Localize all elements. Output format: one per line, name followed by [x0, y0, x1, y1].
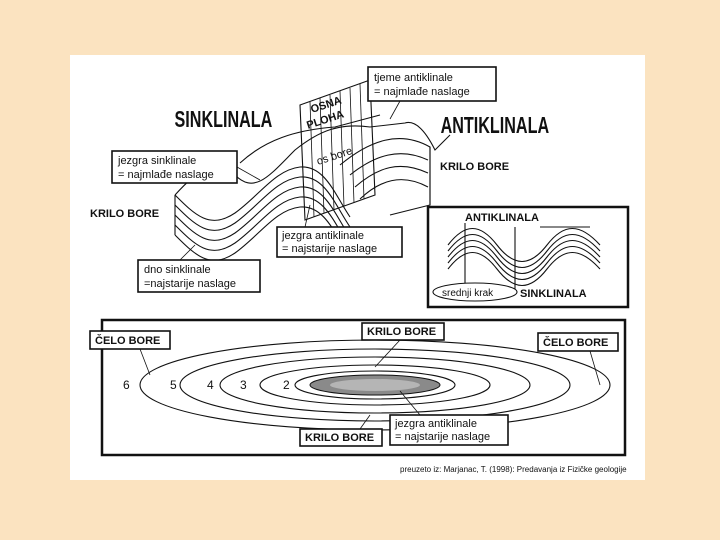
plan-rings — [139, 339, 611, 431]
anticline-core-line1: jezgra antiklinale — [281, 230, 364, 242]
inset-middle-limb-label: srednji krak — [442, 288, 494, 299]
inset-panel: ANTIKLINALA SINKLINALA srednji krak — [426, 205, 630, 309]
limb-top-box — [361, 322, 445, 341]
nose-left-box — [89, 330, 171, 350]
syncline-trough-line2: =najstarije naslage — [144, 278, 236, 290]
block-title-left: SINKLINALA — [175, 107, 273, 132]
plan-view: 6 5 4 3 2 ČELO BORE ČELO BORE KRILO BORE… — [89, 318, 627, 457]
crest-label-box — [367, 66, 497, 102]
limb-label-left: KRILO BORE — [90, 208, 159, 220]
figure-sheet: SINKLINALA ANTIKLINALA tjeme antiklinale… — [70, 55, 645, 480]
plan-core-line2: = najstarije naslage — [395, 431, 490, 443]
source-credit: preuzeto iz: Marjanac, T. (1998): Predav… — [400, 465, 627, 474]
inset-syncline-label: SINKLINALA — [520, 288, 587, 300]
ring-label-3: 3 — [240, 378, 247, 392]
plan-core-box — [389, 414, 509, 446]
ring-label-2: 2 — [283, 378, 290, 392]
limb-label-right: KRILO BORE — [440, 161, 509, 173]
crest-label-line2: = najmlađe naslage — [374, 86, 470, 98]
axial-plane — [299, 79, 376, 221]
nose-right-box — [537, 332, 619, 352]
ring-label-5: 5 — [170, 378, 177, 392]
syncline-core-box — [111, 150, 238, 184]
nose-right-label: ČELO BORE — [543, 336, 608, 349]
syncline-core-line1: jezgra sinklinale — [117, 155, 196, 167]
syncline-core-line2: = najmlađe naslage — [118, 169, 214, 181]
limb-top-label: KRILO BORE — [367, 326, 436, 338]
fold-diagram: SINKLINALA ANTIKLINALA tjeme antiklinale… — [89, 66, 630, 457]
plan-core-line1: jezgra antiklinale — [394, 418, 477, 430]
block-title-right: ANTIKLINALA — [441, 113, 550, 138]
limb-bottom-box — [299, 428, 383, 447]
inset-waves — [447, 228, 601, 286]
anticline-core-box — [276, 226, 403, 258]
fold-front-layers — [174, 166, 351, 261]
crest-label-line1: tjeme antiklinale — [374, 72, 453, 84]
syncline-trough-line1: dno sinklinale — [144, 264, 211, 276]
syncline-trough-box — [137, 259, 261, 293]
limb-bottom-label: KRILO BORE — [305, 432, 374, 444]
block-diagram: SINKLINALA ANTIKLINALA tjeme antiklinale… — [90, 66, 550, 293]
inset-middle-limb-oval — [432, 282, 518, 302]
inset-anticline-label: ANTIKLINALA — [465, 212, 539, 224]
fold-right-block — [339, 138, 431, 216]
ring-label-4: 4 — [207, 378, 214, 392]
nose-left-label: ČELO BORE — [95, 334, 160, 347]
ring-label-6: 6 — [123, 378, 130, 392]
anticline-core-line2: = najstarije naslage — [282, 243, 377, 255]
